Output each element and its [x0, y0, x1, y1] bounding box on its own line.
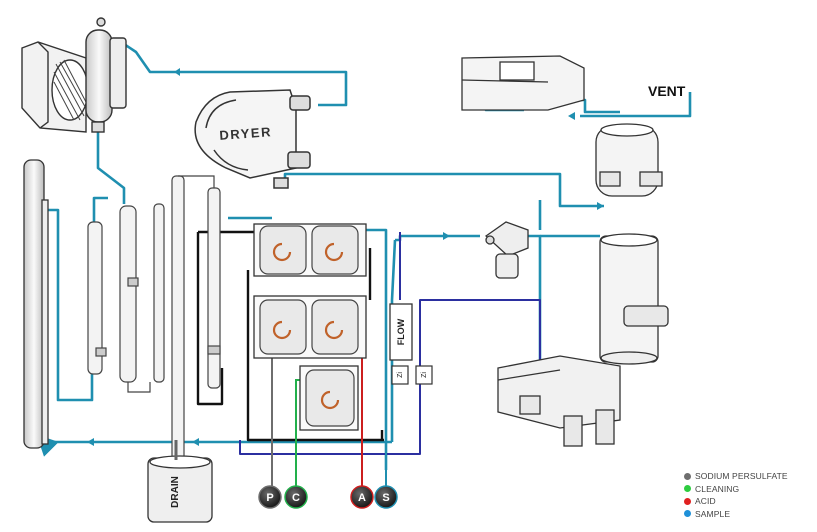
legend-label: SAMPLE	[695, 508, 731, 519]
solenoid-valve	[484, 221, 529, 279]
tall-column	[23, 159, 49, 449]
drain-lines	[196, 230, 384, 442]
zi-label-1: Zi	[397, 372, 404, 378]
zi-sensor-2	[415, 365, 433, 385]
dryer-unit	[194, 89, 311, 189]
vent-label: VENT	[648, 83, 686, 99]
dryer-label: DRYER	[219, 124, 272, 143]
connector-c: C	[284, 485, 308, 509]
vent-box	[461, 55, 585, 111]
drain-label: DRAIN	[170, 476, 181, 508]
sample-arrows	[87, 68, 604, 446]
legend-item: CLEANING	[684, 483, 814, 496]
connector-c-label: C	[292, 492, 300, 504]
legend-item: ACID	[684, 495, 814, 508]
analyzer-base	[497, 355, 621, 447]
drain-vessel	[147, 440, 213, 523]
reactor-coil	[87, 175, 221, 465]
legend-dot	[684, 485, 691, 493]
legend-label: SODIUM PERSULFATE	[695, 471, 788, 482]
legend-label: CLEANING	[695, 483, 740, 494]
legend-dot	[684, 472, 691, 480]
flow-cell	[389, 303, 413, 361]
connector-p: P	[258, 485, 282, 509]
legend-item: SAMPLE	[684, 508, 814, 521]
pump-rotors	[272, 242, 344, 410]
connector-s: S	[374, 485, 398, 509]
condenser	[85, 17, 127, 133]
connector-p-label: P	[266, 492, 273, 504]
co2-chamber-upper	[595, 123, 663, 197]
legend-dot	[684, 497, 691, 505]
zi-sensor-1	[391, 365, 409, 385]
legend-dot	[684, 510, 691, 518]
connector-s-label: S	[382, 492, 389, 504]
pump-heads	[259, 225, 359, 427]
co2-chamber-lower	[599, 233, 669, 365]
connector-a-label: A	[358, 492, 366, 504]
cooling-fan	[21, 41, 89, 133]
line-legend: SODIUM PERSULFATE CLEANING ACID SAMPLE	[684, 470, 814, 520]
legend-item: SODIUM PERSULFATE	[684, 470, 814, 483]
flow-label: FLOW	[396, 318, 406, 345]
legend-label: ACID	[695, 496, 716, 507]
connector-a: A	[350, 485, 374, 509]
zi-label-2: Zi	[421, 372, 428, 378]
